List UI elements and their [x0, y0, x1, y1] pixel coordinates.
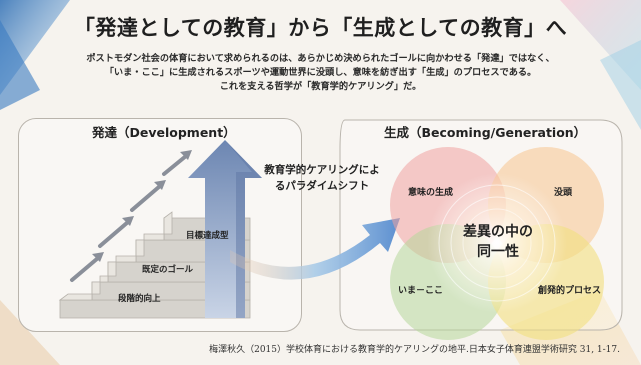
shift-line-1: 教育学的ケアリングによ [264, 164, 380, 176]
circle-label-immersion: 没頭 [554, 188, 573, 198]
center-line-2: 同一性 [477, 244, 519, 260]
shift-line-2: るパラダイムシフト [274, 180, 370, 192]
venn-circles [390, 147, 604, 340]
intro-line-1: ポストモダン社会の体育において求められるのは、あらかじめ決められたゴールに向かわ… [86, 53, 555, 64]
page-title: 「発達としての教育」から「生成としての教育」へ [73, 16, 568, 40]
paradigm-shift-label: 教育学的ケアリングによ るパラダイムシフト [252, 162, 392, 194]
generation-title: 生成（Becoming/Generation） [384, 125, 587, 140]
citation: 梅澤秋久（2015）学校体育における教育学的ケアリングの地平.日本女子体育連盟学… [209, 345, 620, 355]
center-label: 差異の中の 同一性 [446, 222, 550, 262]
small-arrows [70, 150, 192, 282]
step-label-1: 段階的向上 [118, 294, 161, 304]
step-label-2: 既定のゴール [142, 265, 194, 275]
circle-label-here-now: いま－ここ [398, 286, 444, 296]
big-up-arrow [188, 140, 262, 318]
step-label-3: 目標達成型 [186, 231, 229, 241]
intro-text: ポストモダン社会の体育において求められるのは、あらかじめ決められたゴールに向かわ… [40, 52, 601, 94]
intro-line-2: 「いま・ここ」に生成されるスポーツや運動世界に没頭し、意味を紡ぎ出す「生成」のプ… [104, 67, 537, 78]
development-title: 発達（Development） [92, 125, 236, 140]
center-line-1: 差異の中の [463, 224, 533, 240]
circle-label-meaning: 意味の生成 [408, 188, 454, 198]
intro-line-3: これを支える哲学が「教育学的ケアリング」だ。 [219, 81, 422, 92]
paradigm-shift-arrow [230, 218, 400, 280]
circle-label-emergent: 創発的プロセス [538, 286, 602, 296]
